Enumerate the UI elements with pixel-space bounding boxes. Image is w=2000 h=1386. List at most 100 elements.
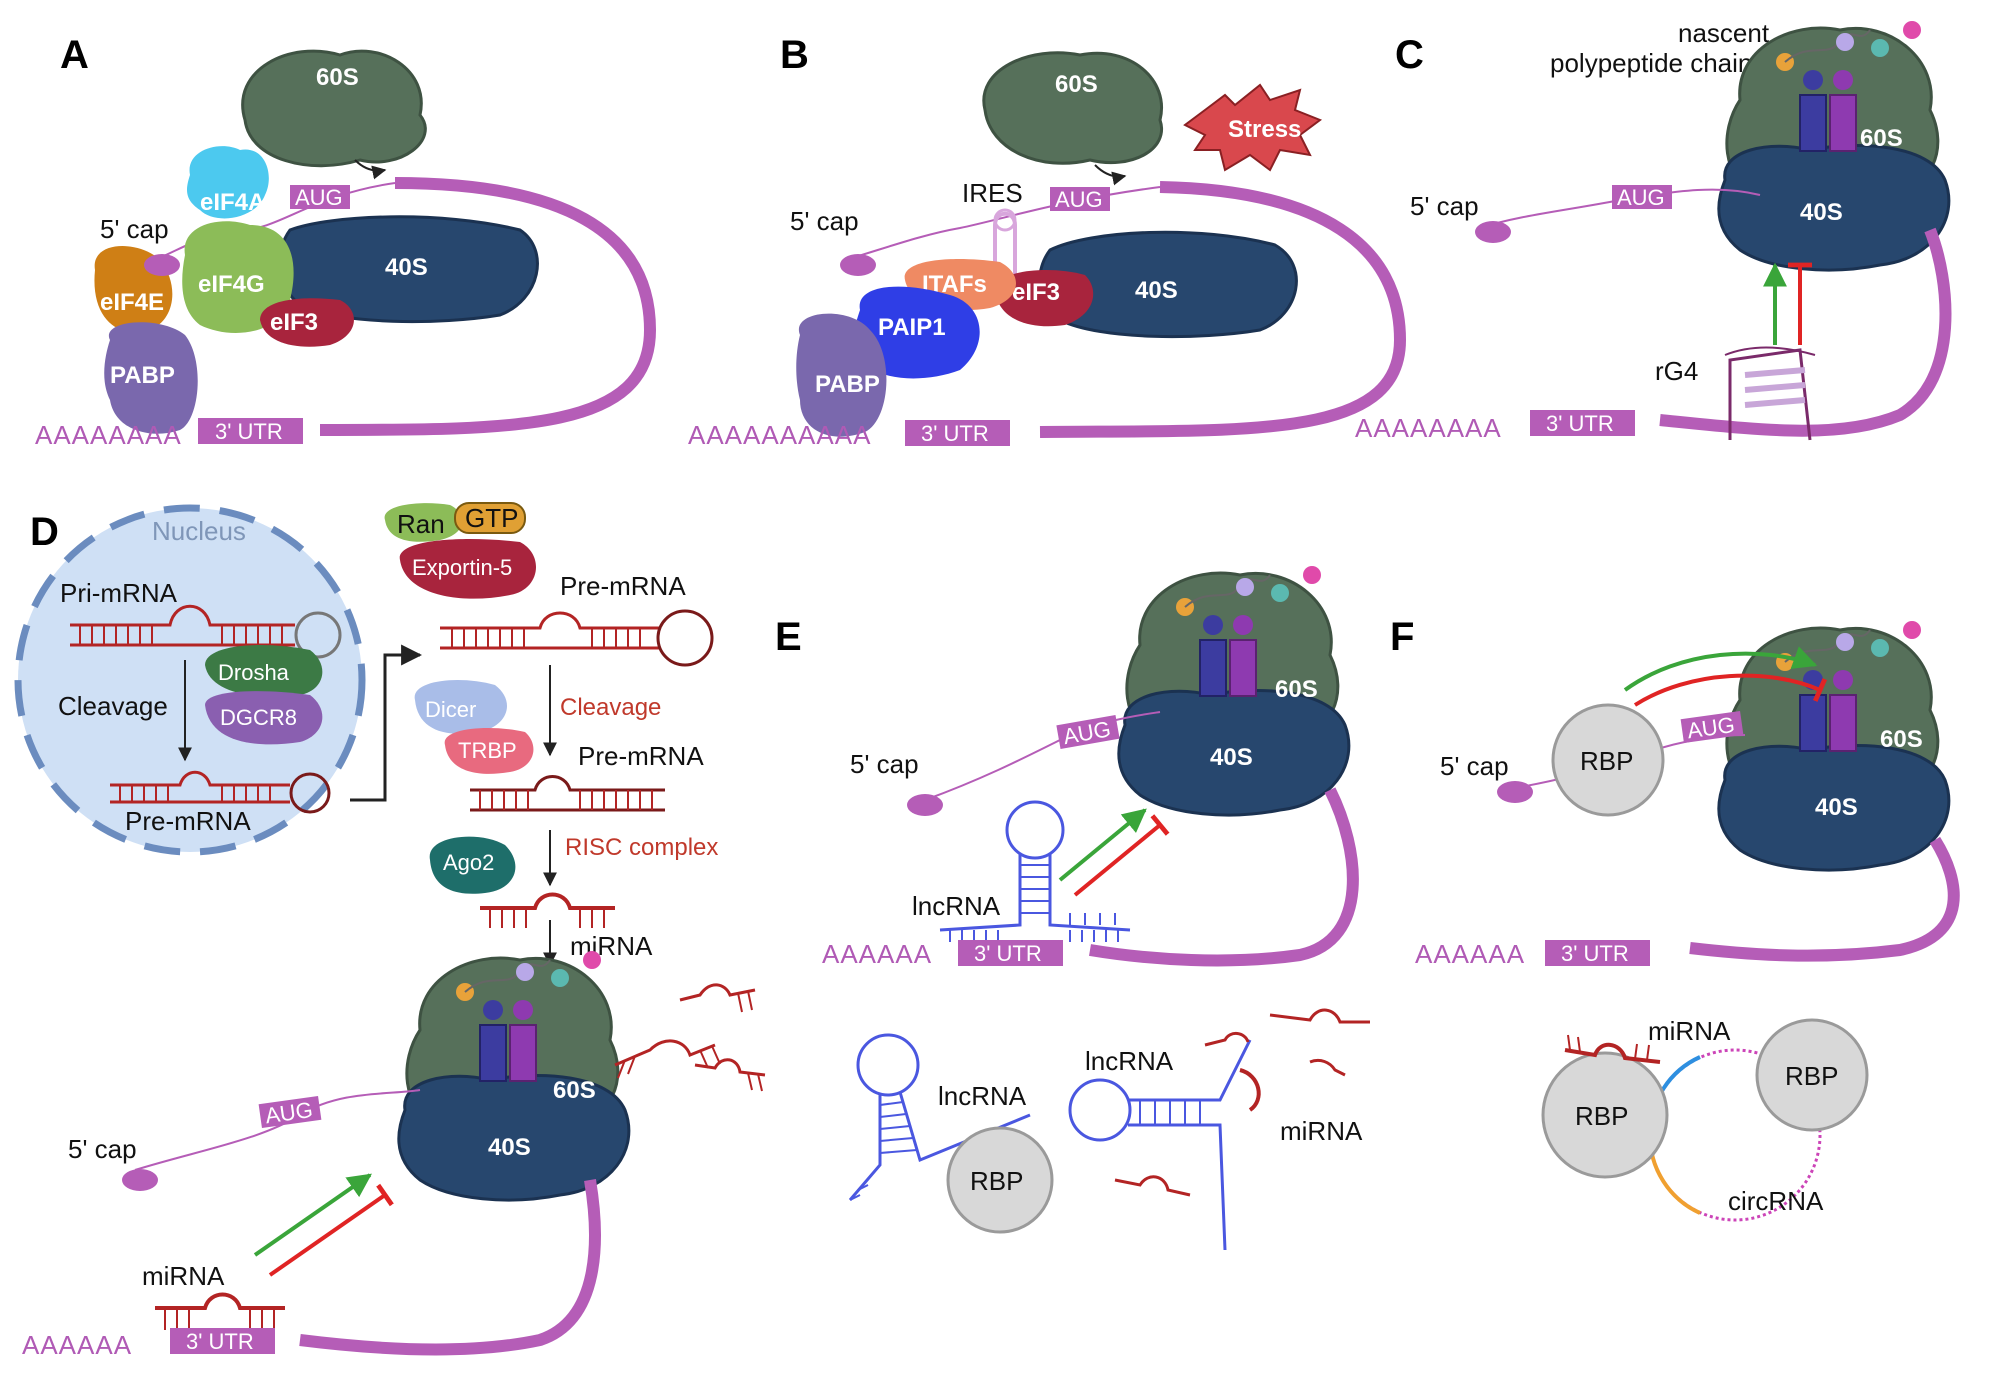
lncrna-right-label: lncRNA (1085, 1046, 1174, 1076)
ribosome-40s-label: 40S (1800, 199, 1843, 226)
pabp-label: PABP (815, 371, 880, 398)
eif4g-shape (182, 221, 294, 333)
rg4-label: rG4 (1655, 356, 1698, 386)
pabp-label: PABP (110, 362, 175, 389)
polya-label: AAAAAAAA (35, 420, 182, 450)
rbp-right-label: RBP (1785, 1061, 1838, 1091)
aug-box (1612, 185, 1672, 209)
aug-box (1680, 710, 1744, 744)
trbp-shape (444, 728, 534, 774)
aug-box (290, 185, 350, 209)
eif4a-shape (187, 146, 269, 219)
ires-label: IRES (962, 178, 1023, 208)
drosha-label: Drosha (218, 660, 290, 685)
utr-box (198, 418, 303, 444)
paip1-shape (853, 286, 980, 379)
utr-box (1530, 410, 1635, 436)
panel-d: D Nucleus Pri-mRNA Drosha DGCR8 Cleavage… (14, 502, 766, 1360)
mrna-loop (1689, 836, 1960, 962)
ribosome-complex (1717, 19, 1951, 272)
pabp-shape (104, 322, 198, 434)
rg4-structure (1724, 346, 1816, 441)
ran-shape (384, 503, 463, 542)
drosha-shape (205, 645, 323, 697)
dicer-label: Dicer (425, 697, 476, 722)
cap-label: 5' cap (100, 214, 169, 244)
eif3-shape (260, 298, 354, 347)
inhibit-arrow (1073, 814, 1170, 897)
eif4e-label: eIF4E (100, 289, 164, 316)
ribosome-40s-label: 40S (385, 254, 428, 281)
utr-box (905, 420, 1010, 446)
eif3-label: eIF3 (1012, 279, 1060, 306)
aug-label: AUG (1055, 187, 1103, 212)
aug-box (1050, 187, 1110, 211)
ribosome-60s-label: 60S (1055, 71, 1098, 98)
mirna-bottom-label: miRNA (142, 1261, 225, 1291)
pre-mrna-1-label: Pre-mRNA (560, 571, 686, 601)
activate-arrow (1623, 646, 1818, 692)
utr-label: 3' UTR (921, 421, 989, 446)
pri-mrna-label: Pri-mRNA (60, 578, 178, 608)
nascent-label-line2: polypeptide chain (1550, 48, 1752, 78)
eif3-shape (995, 270, 1094, 327)
aug-label: AUG (1061, 716, 1112, 749)
lncrna-hairpin (939, 800, 1131, 942)
cap-icon (1475, 221, 1511, 243)
utr-label: 3' UTR (1561, 941, 1629, 966)
panel-e-label: E (775, 615, 802, 659)
cap-label: 5' cap (850, 749, 919, 779)
dicer-shape (414, 680, 507, 734)
panel-c-label: C (1395, 33, 1424, 77)
paip1-label: PAIP1 (878, 314, 946, 341)
mirna-on-rbp (1564, 1034, 1661, 1064)
ribosome-40s-label: 40S (488, 1134, 531, 1161)
arrow-60s-join (354, 159, 387, 180)
activate-arrow (253, 1173, 372, 1257)
cap-label: 5' cap (1440, 751, 1509, 781)
cap-icon (840, 254, 876, 276)
activate-arrow (1058, 808, 1147, 882)
aug-box (258, 1095, 322, 1129)
ribosome-40s-label: 40S (1135, 277, 1178, 304)
exportin-label: Exportin-5 (412, 555, 512, 580)
pabp-shape (796, 313, 887, 437)
utr-label: 3' UTR (974, 941, 1042, 966)
panel-a-label: A (60, 33, 89, 77)
rbp-left-circle (1541, 1051, 1669, 1179)
rbp-right-circle (1755, 1018, 1869, 1132)
pre-mrna-2-label: Pre-mRNA (578, 741, 704, 771)
ribosome-60s-label: 60S (553, 1077, 596, 1104)
rbp-top-label: RBP (1580, 746, 1633, 776)
panel-b: B 60S Stress AUG IRES 40S eIF3 ITAFs PAI… (688, 33, 1407, 450)
pre-mrna-nuclear (110, 770, 331, 814)
polya-label: AAAAAA (22, 1330, 132, 1360)
pre-mrna-nuc-label: Pre-mRNA (125, 806, 251, 836)
utr-label: 3' UTR (186, 1329, 254, 1354)
polya-label: AAAAAAAAAA (688, 420, 871, 450)
aug-label: AUG (295, 185, 343, 210)
ago2-shape (429, 836, 516, 894)
polya-label: AAAAAAAA (1355, 413, 1502, 443)
mrna-loop (319, 177, 657, 436)
cap-label: 5' cap (68, 1134, 137, 1164)
panel-e: E 60S 40S AUG 5' cap lncRNA AAAAAA 3' UT… (775, 564, 1370, 1251)
nucleus-circle (14, 504, 366, 856)
utr-box (958, 940, 1063, 966)
eif4a-label: eIF4A (200, 189, 265, 216)
nascent-label-line1: nascent (1678, 18, 1770, 48)
ribosome-60s-label: 60S (1275, 676, 1318, 703)
lncrna-rbp-complex (848, 1033, 1054, 1234)
panel-f-label: F (1390, 615, 1414, 659)
exportin-shape (399, 539, 537, 599)
pre-mrna-cyto-2 (470, 775, 665, 812)
gtp-label: GTP (465, 503, 518, 533)
mirna-mature (480, 892, 615, 928)
ribosome-60s-label: 60S (1880, 726, 1923, 753)
stress-starburst (1183, 83, 1323, 172)
mrna-loop (299, 1179, 601, 1356)
risc-label: RISC complex (565, 834, 718, 861)
mirna-bound (155, 1292, 285, 1330)
cap-icon (1497, 781, 1533, 803)
arrow-60s-join (1094, 164, 1127, 186)
